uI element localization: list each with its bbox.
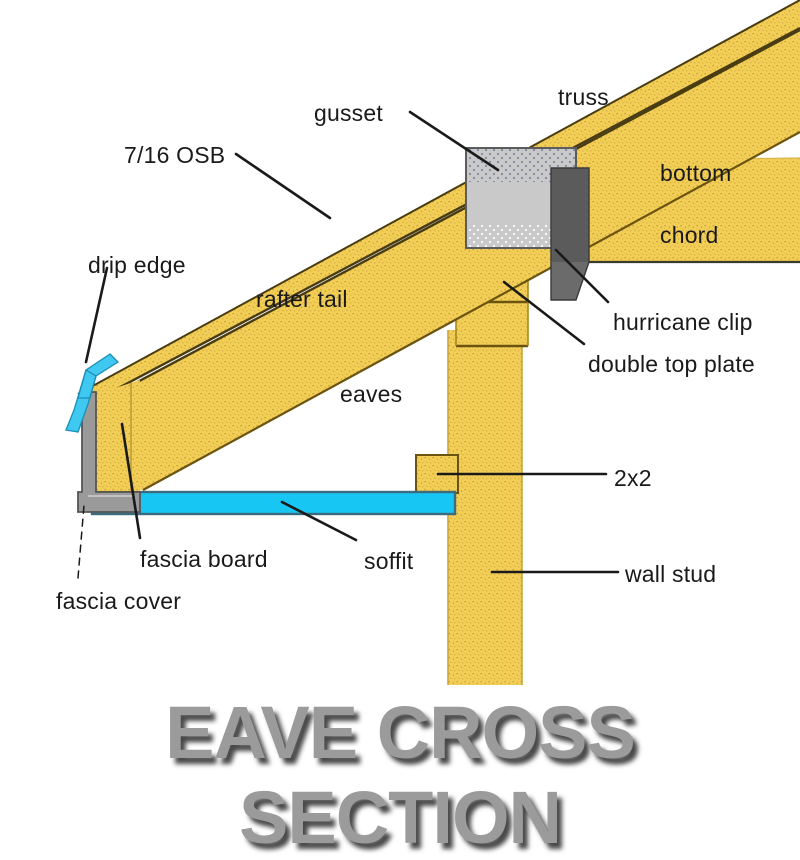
hurricane-clip (550, 167, 590, 301)
fascia-board (96, 380, 140, 493)
leader-gusset (408, 110, 500, 172)
label-bottom-chord-line1: bottom (660, 160, 732, 186)
label-drip-edge: drip edge (88, 252, 186, 278)
osb-sheathing (77, 0, 800, 404)
label-rafter-tail: rafter tail (256, 286, 348, 312)
wall-stud (447, 330, 523, 685)
label-soffit: soffit (364, 548, 414, 574)
label-eaves: eaves (340, 381, 403, 407)
fascia-cover (77, 391, 141, 513)
label-fascia-board: fascia board (140, 546, 268, 572)
leader-lines (77, 110, 620, 579)
leader-drip-edge (84, 266, 109, 364)
leader-osb (234, 152, 332, 220)
label-bottom-chord-line2: chord (660, 222, 719, 248)
drip-edge (65, 353, 120, 433)
label-fascia-cover: fascia cover (56, 588, 182, 614)
leader-double-top-plate (502, 280, 586, 346)
label-hurricane-clip: hurricane clip (613, 309, 753, 335)
label-gusset: gusset (314, 100, 383, 126)
eave-cross-section-figure: truss gusset 7/16 OSB bottom chord drip … (56, 0, 800, 859)
leader-fascia-board (120, 422, 142, 540)
leader-fascia-cover (77, 504, 85, 579)
figure-title: EAVE CROSS SECTION (165, 691, 636, 859)
eave-cross-section-drawing (65, 0, 800, 685)
leader-hurricane-clip (554, 248, 610, 304)
soffit-panel (90, 490, 457, 516)
label-truss: truss (558, 84, 609, 110)
label-wall-stud: wall stud (625, 561, 717, 587)
label-two-by-two: 2x2 (614, 465, 652, 491)
leader-soffit (280, 500, 358, 542)
label-double-top-plate: double top plate (588, 351, 755, 377)
label-osb: 7/16 OSB (124, 142, 226, 168)
